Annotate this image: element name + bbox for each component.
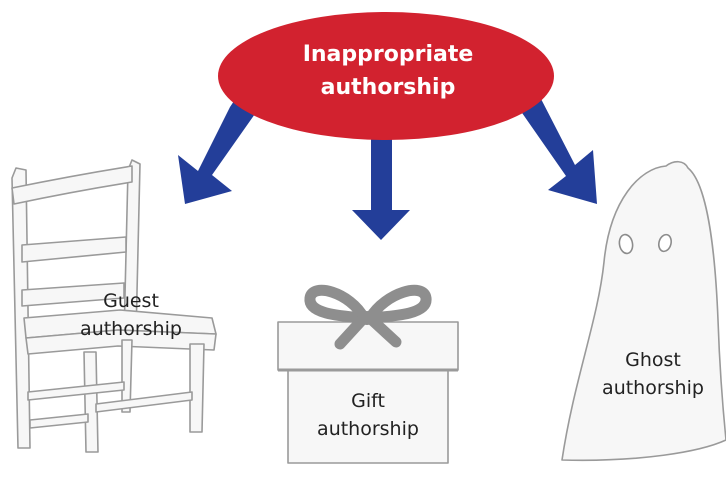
gift-box-body: [287, 367, 449, 464]
gift-box-icon: [277, 284, 459, 464]
guest-authorship-label: Guest authorship: [56, 287, 206, 343]
ghost-eye-left: [618, 233, 634, 255]
central-concept-label: Inappropriate authorship: [268, 38, 508, 104]
gift-label-line1: Gift: [351, 390, 385, 412]
central-concept-ellipse: [218, 12, 554, 140]
arrow-to-gift: [352, 128, 410, 240]
gift-authorship-label: Gift authorship: [298, 387, 438, 443]
central-concept-line1: Inappropriate: [302, 42, 474, 67]
arrow-to-guest: [178, 95, 257, 204]
ghost-eye-right: [658, 233, 672, 253]
arrow-to-ghost: [520, 95, 597, 204]
ghost-icon: [561, 160, 726, 462]
gift-box-lid: [277, 321, 459, 371]
chair-icon: [11, 159, 217, 453]
ghost-authorship-label: Ghost authorship: [588, 346, 718, 402]
guest-label-line2: authorship: [80, 318, 182, 340]
ribbon-bow: [304, 284, 432, 350]
central-concept-line2: authorship: [320, 75, 456, 100]
gift-label-line2: authorship: [317, 418, 419, 440]
ghost-label-line2: authorship: [602, 377, 704, 399]
ghost-label-line1: Ghost: [625, 349, 681, 371]
arrows: [178, 95, 597, 240]
guest-label-line1: Guest: [103, 290, 159, 312]
